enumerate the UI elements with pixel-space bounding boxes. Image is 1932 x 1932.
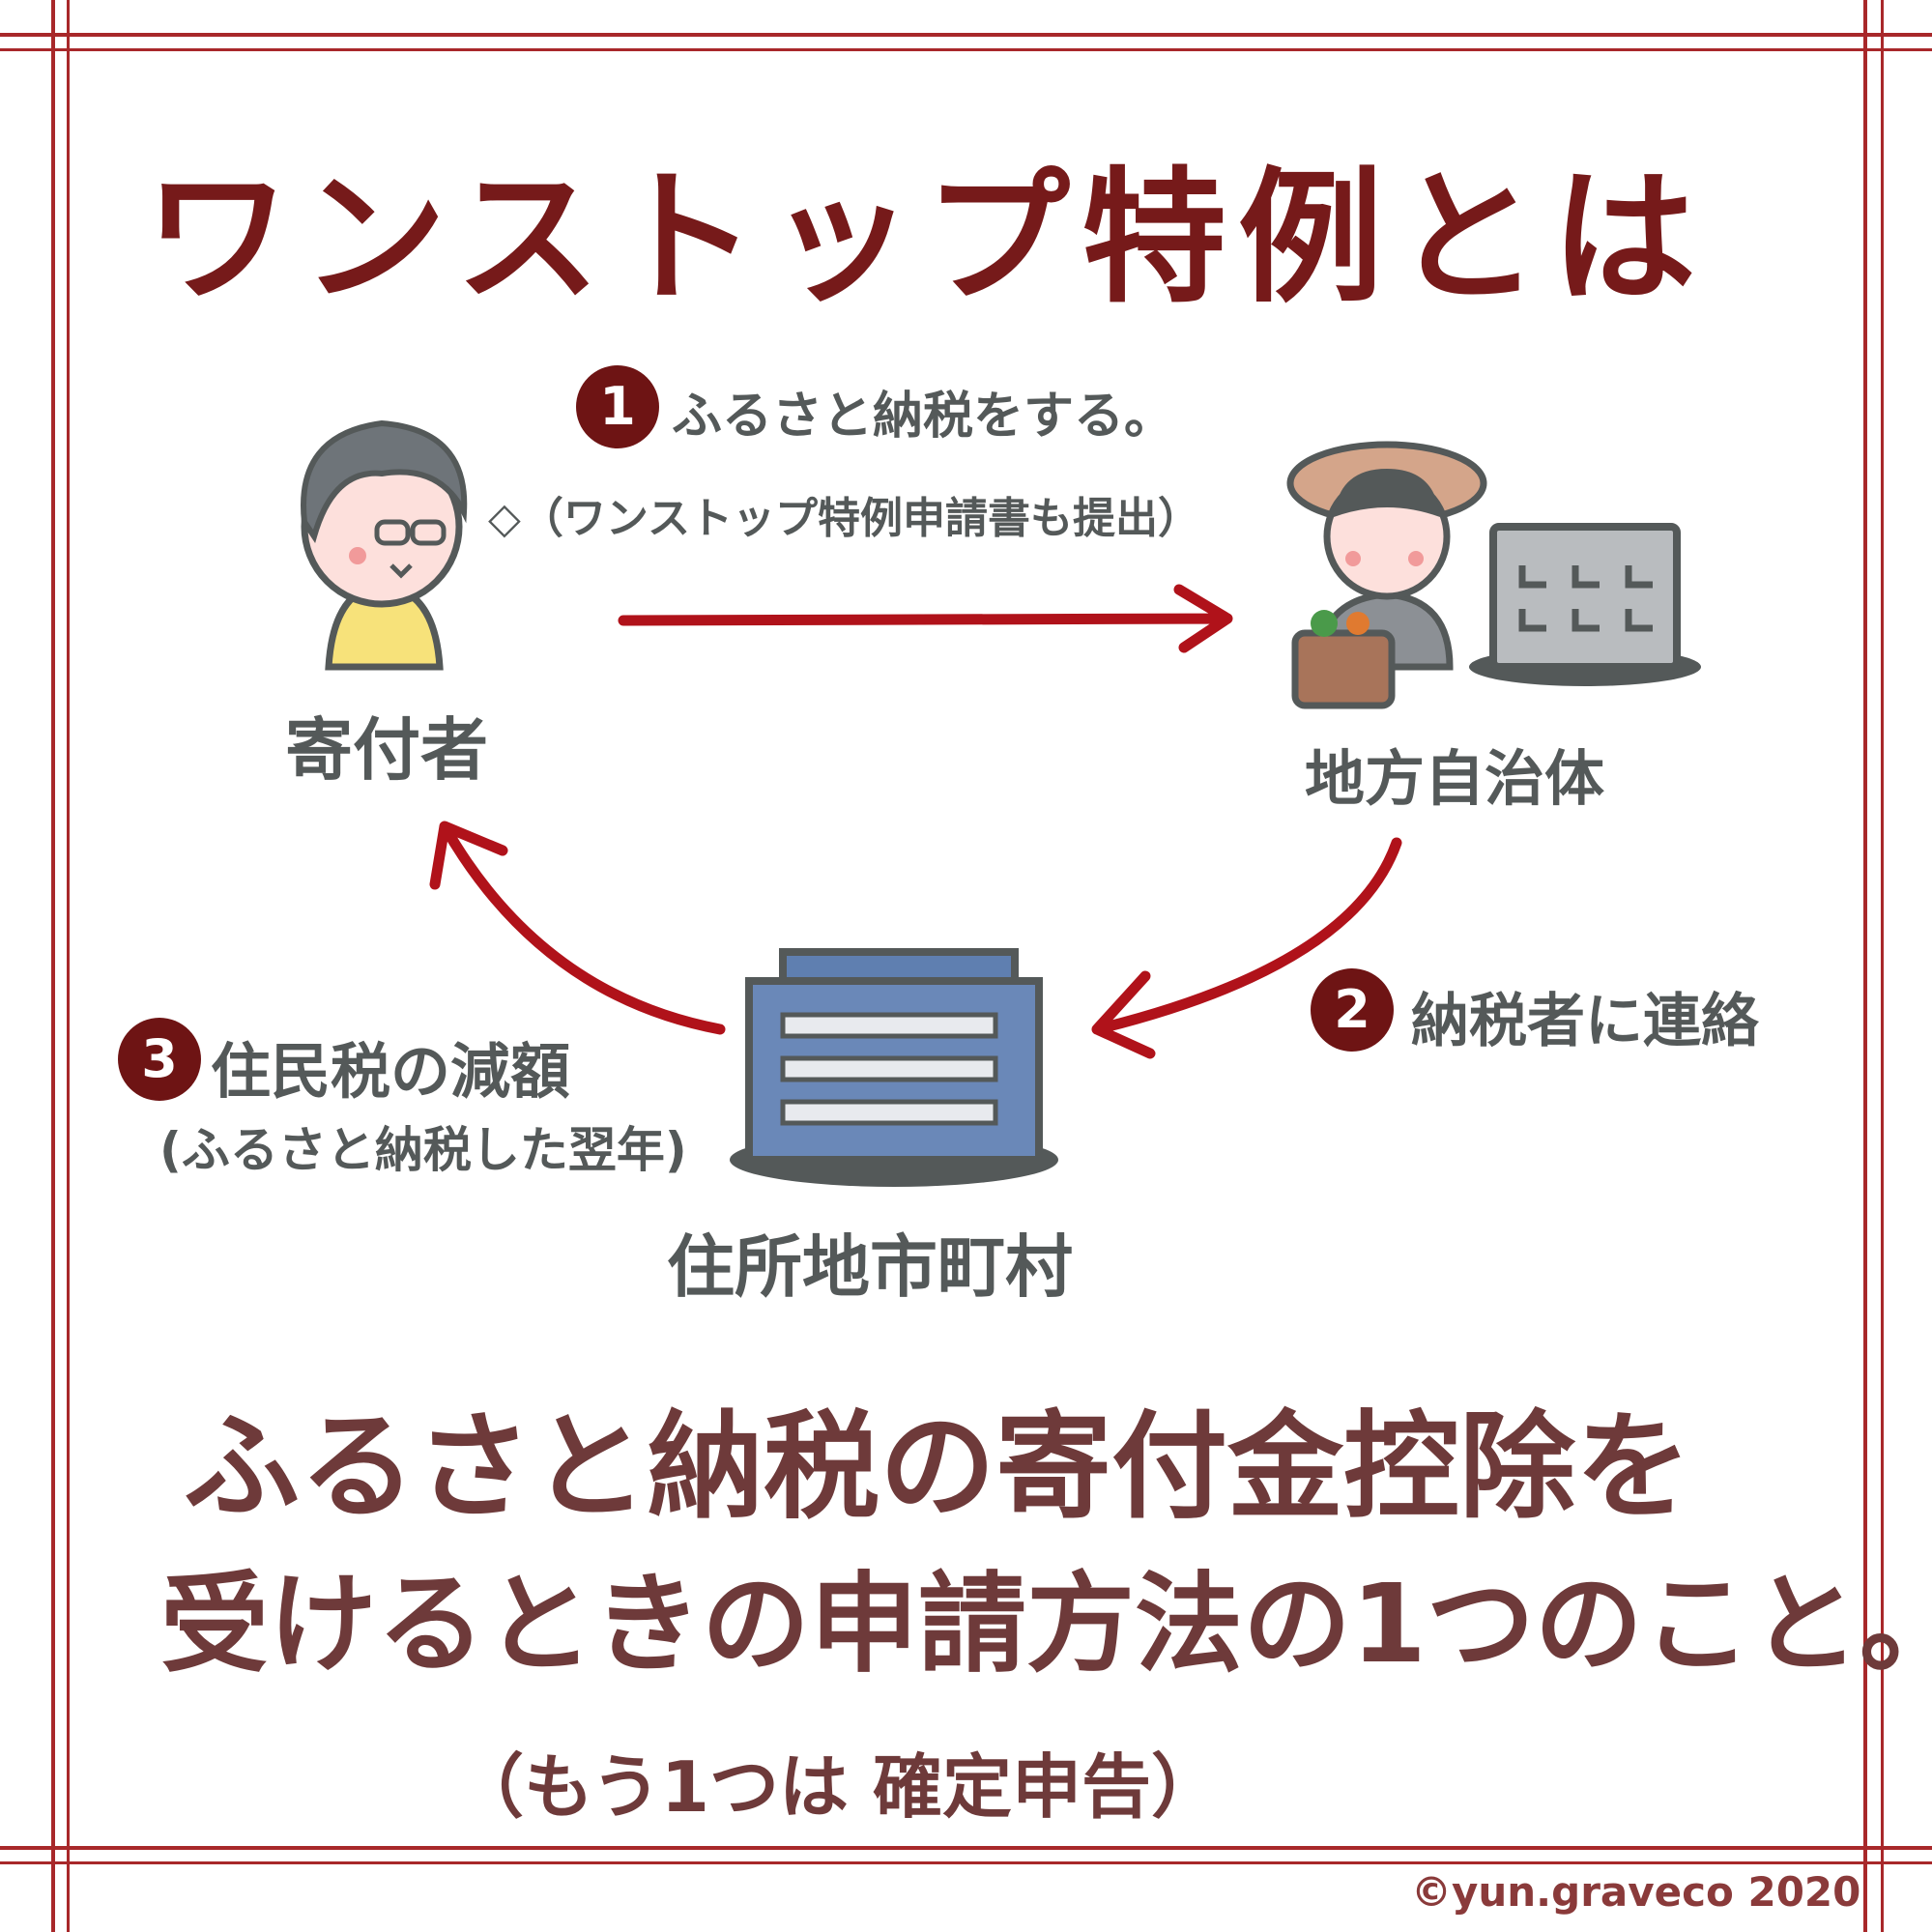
summary-line-3: （もう1つは 確定申告）: [454, 1746, 1222, 1828]
step-1-text: ふるさと納税をする。: [672, 388, 1175, 446]
border-line: [0, 1861, 1932, 1864]
step-3-badge: 3: [118, 1018, 201, 1101]
step-3-text: 住民税の減額: [211, 1036, 571, 1107]
local-government-building-icon: [1469, 523, 1701, 686]
municipality-building-icon: [730, 948, 1058, 1187]
border-line: [67, 0, 70, 1932]
page-title: ワンストップ特例とは: [145, 155, 1709, 323]
step-2-text: 納税者に連絡: [1411, 988, 1759, 1055]
local-government-label: 地方自治体: [1305, 743, 1605, 814]
arrow-to-donor: [429, 821, 726, 1035]
arrow-to-municipality: [1091, 837, 1402, 1059]
summary-line-2: 受けるときの申請方法の1つのこと。: [160, 1562, 1932, 1687]
arrow-to-local-government: [618, 584, 1233, 653]
step-1-badge: 1: [576, 365, 659, 448]
step-2-badge: 2: [1311, 968, 1394, 1052]
border-line: [0, 48, 1932, 51]
summary-line-1: ふるさと納税の寄付金控除を: [184, 1400, 1691, 1535]
step-3-note: (ふるさと納税した翌年): [159, 1122, 687, 1178]
step-1-note: ◇（ワンストップ特例申請書も提出）: [488, 494, 1200, 543]
farmer-illustration: [1286, 441, 1487, 709]
border-line: [1881, 0, 1884, 1932]
donor-person-illustration: [301, 419, 468, 671]
copyright: ©yun.graveco 2020: [1411, 1868, 1861, 1916]
border-line: [1863, 0, 1867, 1932]
border-line: [0, 33, 1932, 37]
donor-label: 寄付者: [285, 710, 488, 790]
municipality-label: 住所地市町村: [667, 1227, 1073, 1307]
border-line: [0, 1846, 1932, 1850]
border-line: [51, 0, 55, 1932]
